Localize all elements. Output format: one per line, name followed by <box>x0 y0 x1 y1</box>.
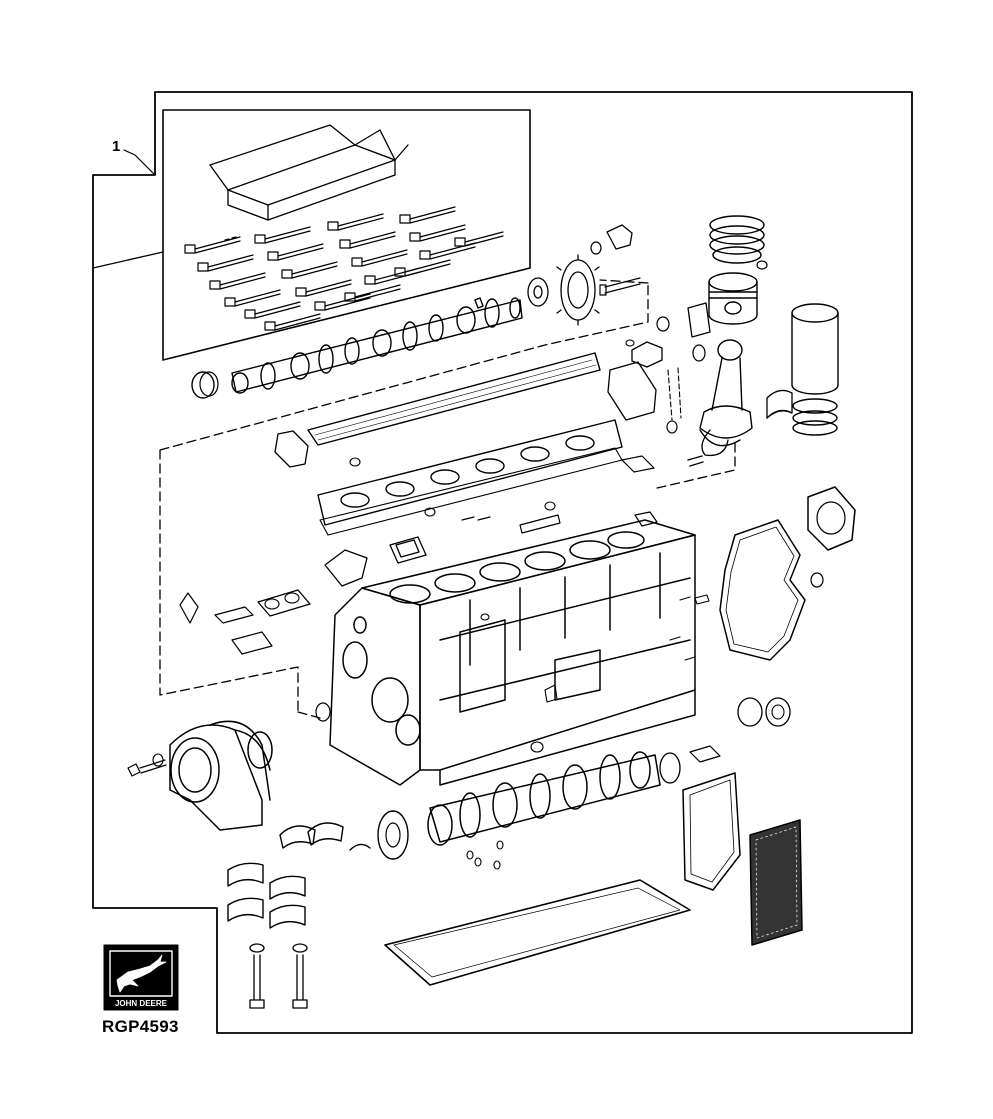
crank-gear <box>377 810 409 860</box>
deer-icon <box>116 954 167 993</box>
main-bearing-bolts <box>249 943 308 1009</box>
oil-cooler-gasket <box>682 772 741 891</box>
rocker-cover-gasket <box>307 352 601 446</box>
cam-bushing <box>191 371 215 399</box>
piston-rings <box>709 215 765 264</box>
engine-block <box>329 519 696 786</box>
callout-1-label: 1 <box>112 138 121 155</box>
rear-housing-bolt <box>127 759 167 777</box>
top-gasket-dashed-outline <box>159 279 736 719</box>
oil-pan-gasket <box>384 879 691 986</box>
head-bolts <box>184 206 504 331</box>
water-pump-gasket <box>606 224 633 250</box>
rear-seal-housing <box>169 720 273 831</box>
rod-bearings <box>766 389 793 419</box>
oil-cooler-cover-gasket <box>749 819 803 946</box>
thermostat-housing-gasket <box>607 361 657 421</box>
head-gasket <box>317 419 623 526</box>
main-bearings <box>227 822 371 929</box>
timing-cover-gasket <box>719 519 806 661</box>
callout-1-leader <box>123 149 156 176</box>
cylinder-liner <box>791 303 839 436</box>
piston-pin <box>687 302 711 338</box>
cam-gear-bolt <box>599 277 641 296</box>
cam-gear <box>527 254 600 326</box>
gasket-kit-panel <box>92 109 531 361</box>
crankshaft <box>427 751 661 846</box>
kit-box <box>209 124 409 221</box>
outer-frame <box>92 91 913 1034</box>
small-seals <box>466 339 635 870</box>
piston <box>708 272 758 325</box>
connecting-rod <box>687 339 753 467</box>
john-deere-logo: JOHN DEERE <box>103 944 179 1011</box>
logo-text: JOHN DEERE <box>115 999 168 1008</box>
figure-code: RGP4593 <box>102 1017 179 1036</box>
camshaft <box>231 297 523 394</box>
front-plate-gasket <box>807 486 856 551</box>
